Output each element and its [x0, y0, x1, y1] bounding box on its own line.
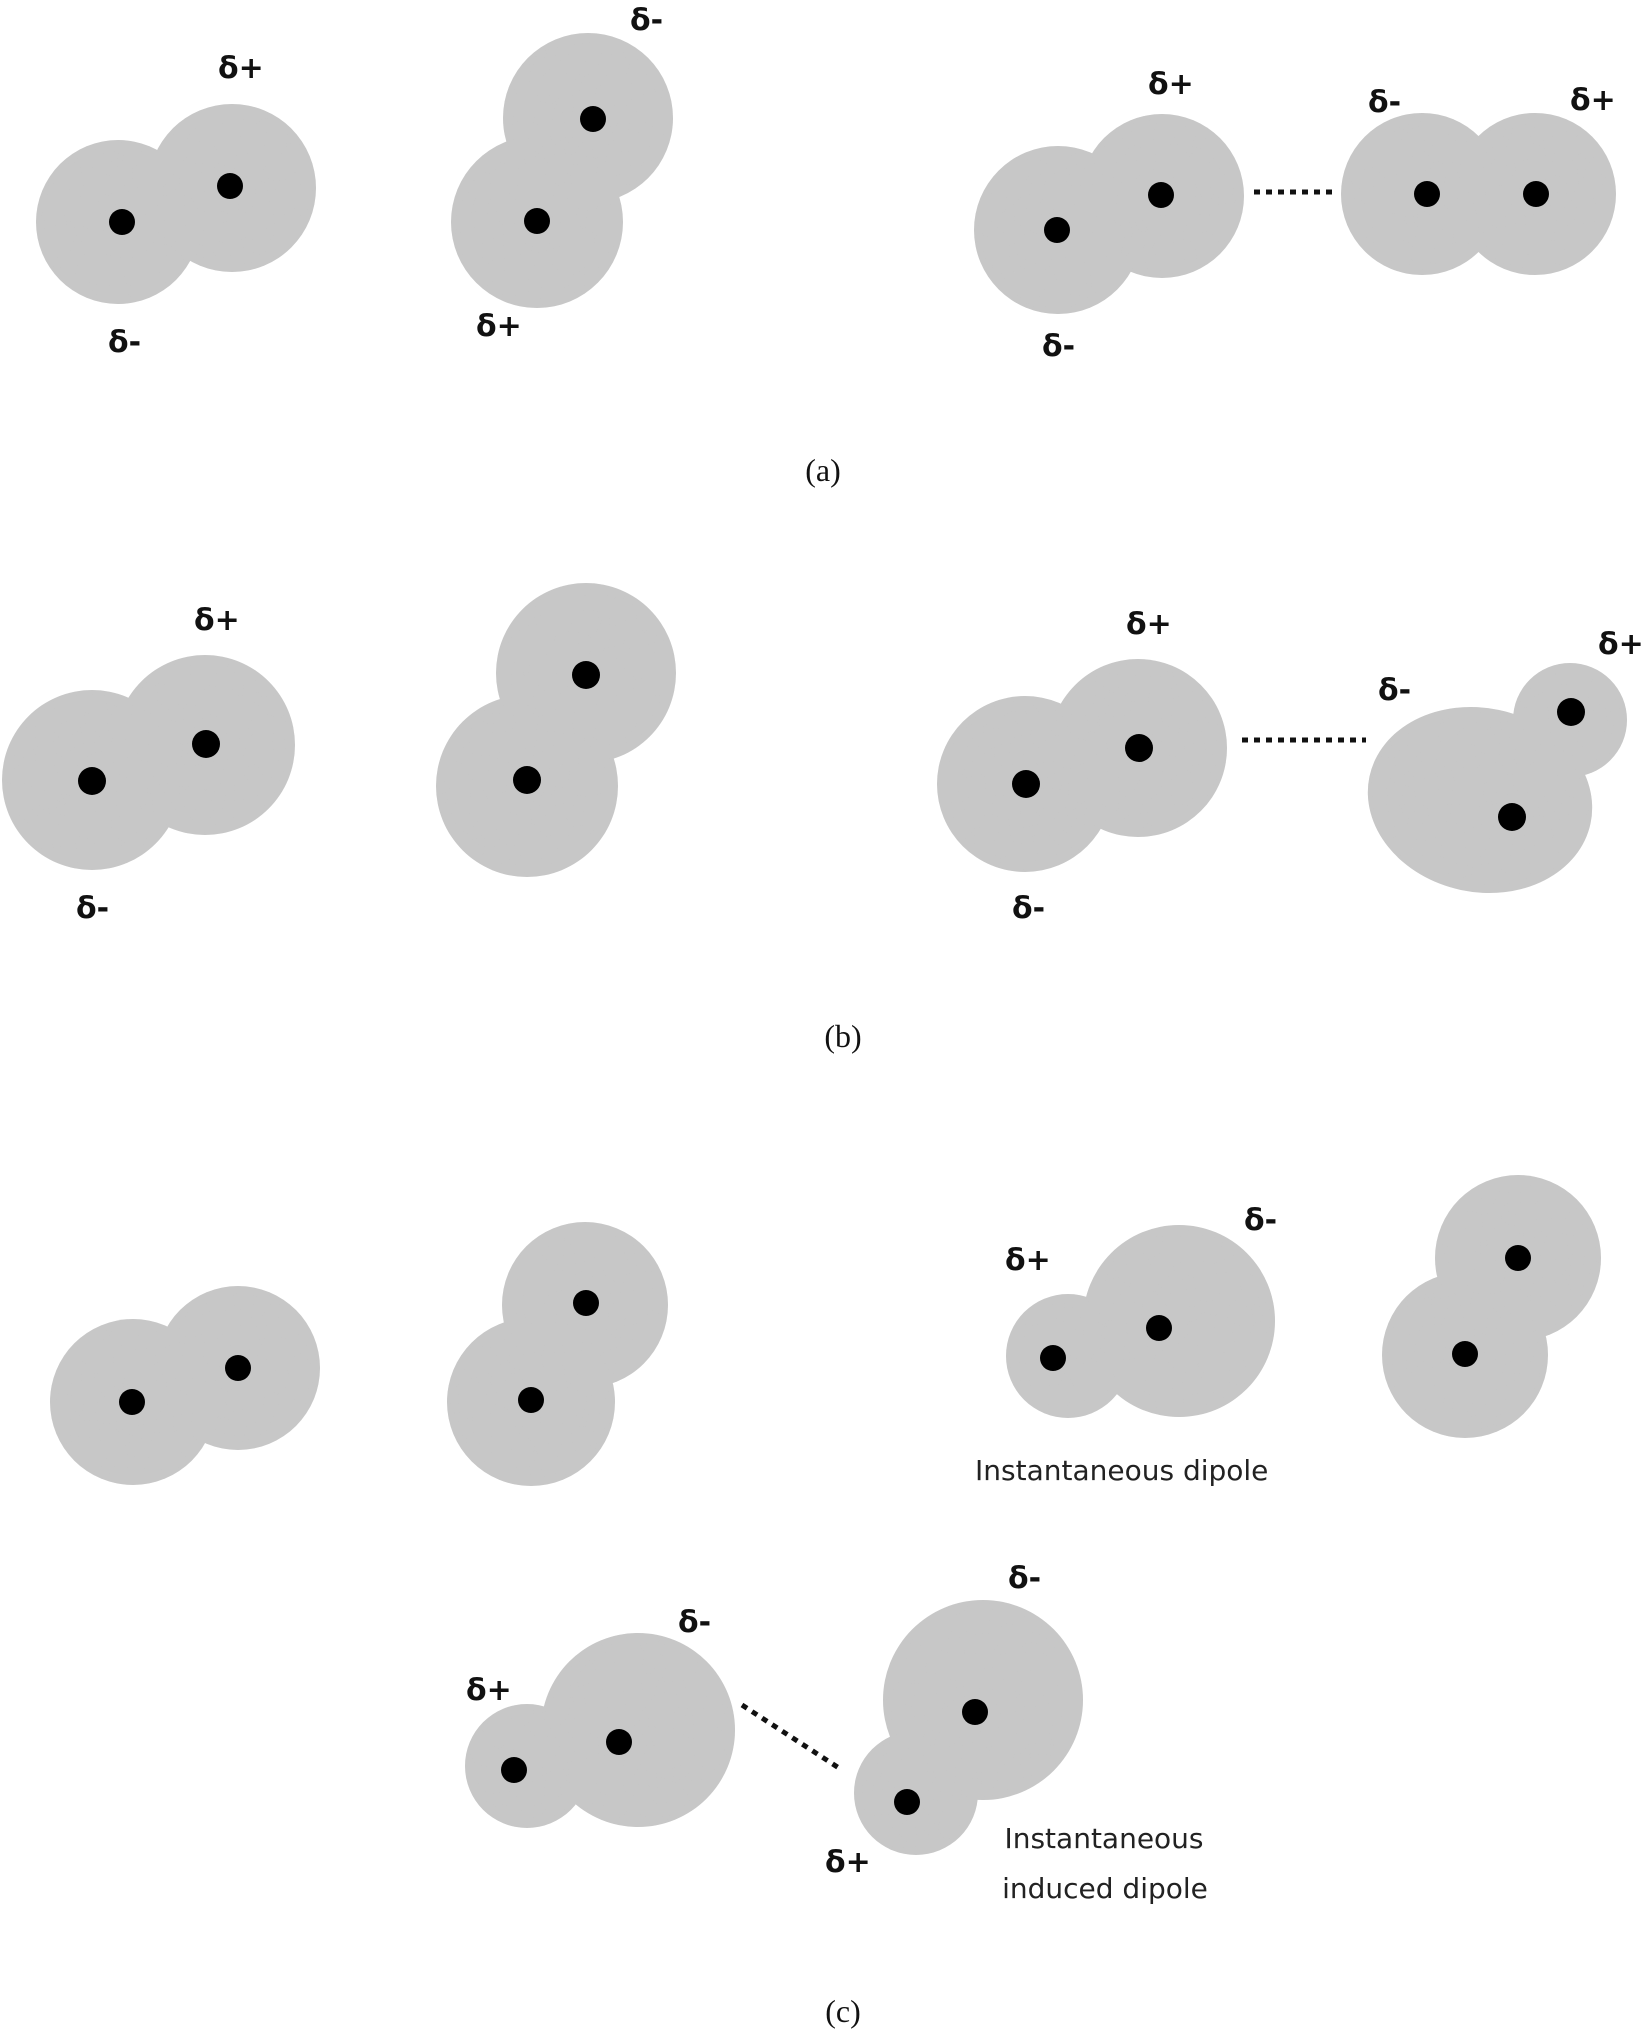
induced-dipole-label-line-2: induced dipole	[1002, 1872, 1208, 1905]
panel-a-caption: (a)	[805, 452, 841, 488]
panel-b-caption: (b)	[824, 1018, 861, 1054]
nucleus	[573, 1290, 599, 1316]
partial-negative-label: δ-	[630, 3, 663, 38]
partial-positive-label: δ+	[1005, 1243, 1051, 1278]
instantaneous-dipole-molecule	[1006, 1225, 1275, 1418]
nucleus	[1414, 181, 1440, 207]
partial-positive-label: δ+	[1598, 627, 1644, 662]
nucleus	[1125, 734, 1153, 762]
partial-positive-label: δ+	[825, 1845, 871, 1880]
nucleus	[894, 1789, 920, 1815]
partial-positive-label: δ+	[1148, 67, 1194, 102]
panel-a-molecule-2	[451, 33, 673, 308]
nucleus	[225, 1355, 251, 1381]
partial-positive-label: δ+	[476, 309, 522, 344]
partial-negative-label: δ-	[1012, 891, 1045, 926]
partial-negative-label: δ-	[1368, 85, 1401, 120]
partial-positive-label: δ+	[1570, 83, 1616, 118]
nucleus	[580, 106, 606, 132]
nucleus	[1040, 1345, 1066, 1371]
nucleus	[1557, 698, 1585, 726]
nucleus	[1146, 1315, 1172, 1341]
nucleus	[962, 1699, 988, 1725]
panel-a-molecule-1	[36, 104, 316, 304]
nucleus	[1148, 182, 1174, 208]
nucleus	[1523, 181, 1549, 207]
large-atom	[1083, 1225, 1275, 1417]
partial-negative-label: δ-	[1008, 1561, 1041, 1596]
panel-b-molecule-2	[436, 583, 676, 877]
nucleus	[1505, 1245, 1531, 1271]
panel-c-pair-right	[854, 1600, 1083, 1855]
partial-negative-label: δ-	[76, 891, 109, 926]
partial-negative-label: δ-	[1378, 673, 1411, 708]
partial-positive-label: δ+	[194, 603, 240, 638]
nucleus	[78, 767, 106, 795]
partial-negative-label: δ-	[108, 325, 141, 360]
nucleus	[109, 209, 135, 235]
partial-negative-label: δ-	[678, 1605, 711, 1640]
panel-c-molecule-1	[50, 1286, 320, 1485]
nucleus	[217, 173, 243, 199]
instantaneous-dipole-label: Instantaneous dipole	[975, 1454, 1268, 1487]
panel-c-caption: (c)	[825, 1993, 861, 2029]
nucleus	[513, 766, 541, 794]
panel-b-molecule-1	[2, 655, 295, 870]
partial-positive-label: δ+	[218, 51, 264, 86]
nucleus	[501, 1757, 527, 1783]
partial-positive-label: δ+	[466, 1673, 512, 1708]
partial-negative-label: δ-	[1042, 329, 1075, 364]
panel-c-pair-left	[465, 1633, 735, 1828]
panel-a-pair-right	[1341, 113, 1616, 275]
partial-negative-label: δ-	[1244, 1203, 1277, 1238]
nucleus	[1452, 1341, 1478, 1367]
panel-c-molecule-2	[447, 1222, 668, 1486]
nucleus	[119, 1389, 145, 1415]
nucleus	[524, 208, 550, 234]
induced-dipole-label-line-1: Instantaneous	[1004, 1822, 1203, 1855]
nucleus	[518, 1387, 544, 1413]
nucleus	[192, 730, 220, 758]
nucleus	[1044, 217, 1070, 243]
nucleus	[572, 661, 600, 689]
nucleus	[606, 1729, 632, 1755]
partial-positive-label: δ+	[1126, 607, 1172, 642]
nucleus	[1498, 803, 1526, 831]
large-atom	[541, 1633, 735, 1827]
panel-a-pair-left	[974, 114, 1244, 314]
panel-c-molecule-4	[1382, 1175, 1601, 1438]
panel-a: δ+ δ- δ- δ+ δ+ δ- δ- δ+ (a)	[36, 3, 1616, 488]
panel-c: δ+ δ- Instantaneous dipole δ+ δ- δ- δ+ I…	[50, 1175, 1601, 2029]
nucleus	[1012, 770, 1040, 798]
panel-b: δ+ δ- δ+ δ- δ- δ+ (b)	[2, 583, 1644, 1054]
london-dispersion-interaction	[740, 1702, 844, 1773]
panel-b-pair-left	[937, 659, 1227, 872]
